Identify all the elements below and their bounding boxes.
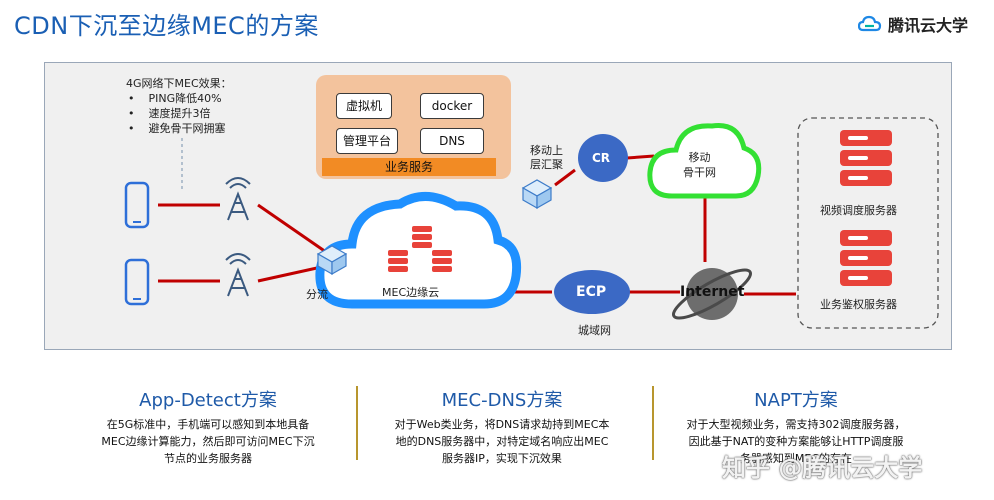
docker-button[interactable]: docker [420,93,484,119]
app-detect-title: App-Detect方案 [139,390,277,411]
note-item: PING降低40% [128,91,232,106]
app-detect-text: 在5G标准中，手机端可以感知到本地具备MEC边缘计算能力，然后即可访问MEC下沉… [101,418,315,465]
cr-node [578,134,628,182]
link-agg-cr [554,168,576,187]
business-service-label: 业务服务 [322,158,496,176]
split-switch-icon [316,245,348,276]
mec-cloud-label: MEC边缘云 [382,286,440,299]
internet-label: Internet [680,284,745,300]
dns-button[interactable]: DNS [420,128,484,154]
tower-icon-2 [225,253,251,297]
vm-button[interactable]: 虚拟机 [336,93,392,119]
napt-text: 对于大型视频业务，需支持302调度服务器，因此基于NAT的变种方案能够让HTTP… [686,418,906,465]
link-cr-backbone [626,154,655,160]
phone-icon-2 [124,258,150,306]
mec-dns-text: 对于Web类业务，将DNS请求劫持到MEC本地的DNS服务器中，对特定域名响应出… [394,418,610,465]
phone-icon-1 [124,181,150,229]
column-divider [356,386,358,460]
business-auth-server-label: 业务鉴权服务器 [820,298,897,311]
brand-name: 腾讯云大学 [887,16,968,35]
note-item: 避免骨干网拥塞 [128,121,232,136]
napt-title: NAPT方案 [754,390,838,411]
split-label: 分流 [306,288,328,301]
mec-effect-note: 4G网络下MEC效果： PING降低40% 速度提升3倍 避免骨干网拥塞 [126,76,232,136]
mobile-agg-label: 移动上 层汇聚 [530,144,563,171]
metro-label: 城域网 [578,324,611,337]
internet-globe-icon [672,268,752,320]
management-platform-button[interactable]: 管理平台 [336,128,398,154]
note-item: 速度提升3倍 [128,106,232,121]
link-tower2-split [257,264,327,283]
mec-dns-title: MEC-DNS方案 [441,390,563,411]
ecp-label: ECP [576,284,607,300]
note-heading: 4G网络下MEC效果： [126,77,232,90]
video-scheduling-server-label: 视频调度服务器 [820,204,897,217]
link-tower1-split [257,203,327,254]
column-divider [652,386,654,460]
cloud-logo-icon [857,15,882,32]
agg-switch-icon [521,179,553,210]
cr-label: CR [592,151,611,165]
backbone-label: 移动 骨干网 [683,151,716,179]
tower-icon-1 [225,177,251,221]
ecp-node [554,270,630,314]
watermark: 知乎 @腾讯云大学 [722,454,923,482]
page-title: CDN下沉至边缘MEC的方案 [14,12,319,40]
brand-logo: 腾讯云大学 [857,12,968,36]
backbone-cloud [647,122,762,199]
